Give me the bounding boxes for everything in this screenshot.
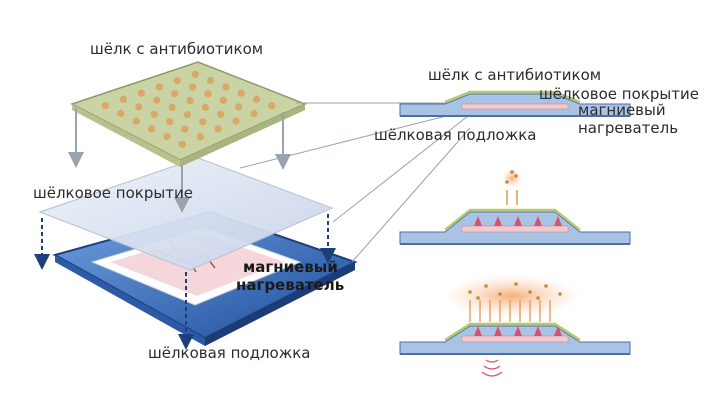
- cross-section-3: [399, 274, 631, 377]
- antibiotic-dot: [155, 83, 163, 91]
- antibiotic-dot: [137, 89, 145, 97]
- antibiotic-dot: [166, 118, 174, 126]
- antibiotic-dot: [163, 133, 171, 141]
- section-magnesium-heater-line2: нагреватель: [578, 119, 679, 137]
- antibiotic-dot: [189, 83, 197, 91]
- antibiotic-dot: [268, 102, 276, 110]
- antibiotic-dot: [153, 96, 161, 104]
- antibiotic-dot: [250, 109, 258, 117]
- antibiotic-dot: [232, 117, 240, 125]
- antibiotic-dot: [168, 103, 176, 111]
- antibiotic-dot: [186, 97, 194, 105]
- magnesium-heater-label-line2: нагреватель: [236, 276, 345, 294]
- antibiotic-dot: [222, 83, 230, 91]
- section-silk-cover-label: шёлковое покрытие: [539, 85, 699, 103]
- section-magnesium-heater-line1: магниевый: [578, 101, 666, 119]
- antibiotic-dot: [237, 89, 245, 97]
- antibiotic-dots: [101, 70, 276, 148]
- section-silk-antibiotic-label: шёлк с антибиотиком: [428, 66, 602, 84]
- antibiotic-dot: [181, 125, 189, 133]
- antibiotic-dot: [204, 90, 212, 98]
- antibiotic-dot: [178, 140, 186, 148]
- antibiotic-dot: [199, 118, 207, 126]
- antibiotic-dot: [196, 133, 204, 141]
- cross-section-2: [399, 168, 631, 245]
- antibiotic-dot: [219, 96, 227, 104]
- antibiotic-dot: [235, 103, 243, 111]
- antibiotic-dot: [252, 95, 261, 103]
- antibiotic-dot: [214, 125, 222, 133]
- magnesium-heater-label-line1: магниевый: [243, 258, 338, 276]
- antibiotic-dot: [191, 70, 199, 78]
- antibiotic-dot: [148, 125, 156, 133]
- section-silk-substrate-label: шёлковая подложка: [374, 126, 537, 144]
- silk-substrate-label: шёлковая подложка: [148, 344, 311, 362]
- wireless-signal-icon: [481, 359, 503, 377]
- cross-section-1: [399, 90, 631, 117]
- antibiotic-dot: [135, 103, 143, 111]
- silk-cover-layer: [38, 157, 334, 271]
- antibiotic-dot: [183, 111, 192, 119]
- antibiotic-dot: [101, 102, 109, 110]
- assembly-arrows: [34, 108, 336, 350]
- antibiotic-dot: [217, 110, 225, 118]
- antibiotic-dot: [171, 90, 179, 98]
- antibiotic-dot: [150, 110, 158, 118]
- antibiotic-dot: [117, 109, 125, 117]
- antibiotic-dot: [119, 95, 127, 103]
- antibiotic-dot: [207, 77, 215, 85]
- antibiotic-dot: [173, 77, 181, 85]
- leader-lines: [239, 102, 471, 263]
- silk-cover-label: шёлковое покрытие: [33, 184, 193, 202]
- silk-antibiotic-label: шёлк с антибиотиком: [90, 40, 264, 58]
- silk-antibiotic-layer: [70, 61, 307, 167]
- antibiotic-dot: [132, 117, 140, 125]
- antibiotic-dot: [201, 103, 209, 111]
